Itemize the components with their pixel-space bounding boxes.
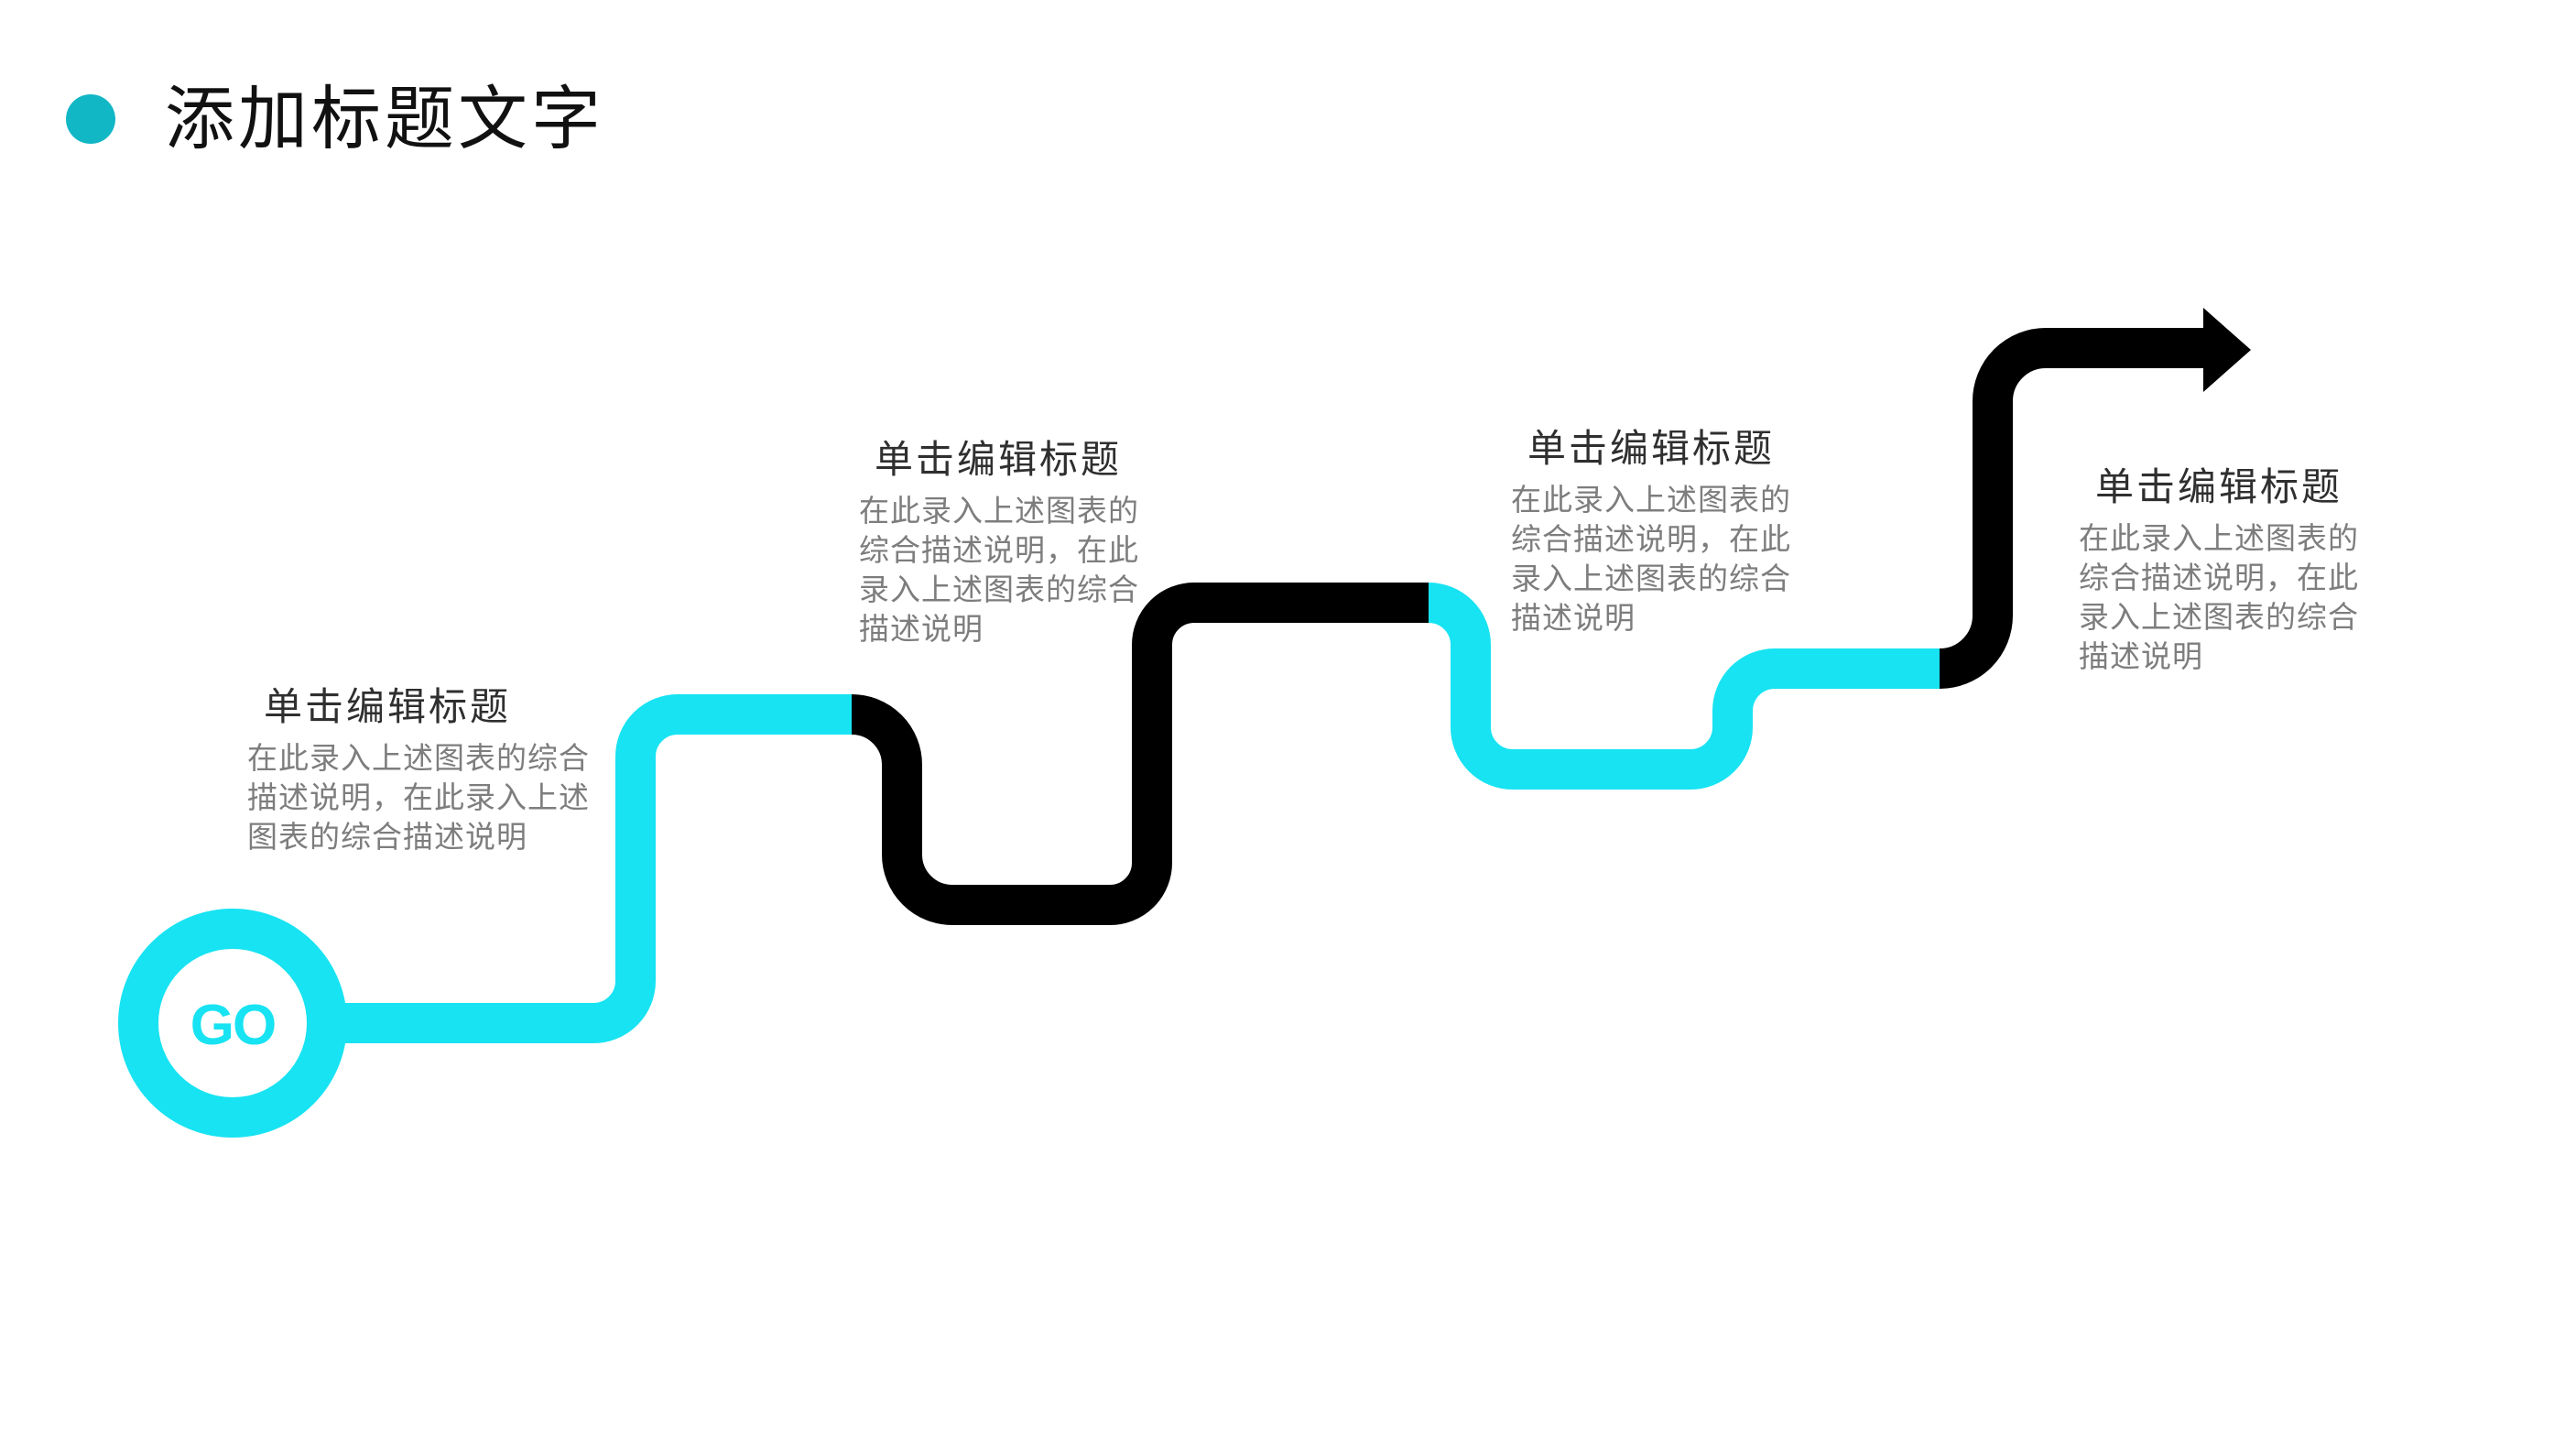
path-segment-4 <box>1427 583 1940 790</box>
step-2-description[interactable]: 在此录入上述图表的 综合描述说明，在此 录入上述图表的综合 描述说明 <box>859 493 1139 647</box>
step-3-title[interactable]: 单击编辑标题 <box>1527 426 1776 471</box>
path-segment-3 <box>1108 583 1429 925</box>
step-4-title[interactable]: 单击编辑标题 <box>2095 464 2343 509</box>
arrow-head-icon <box>2203 308 2251 392</box>
page-title: 添加标题文字 <box>165 78 604 159</box>
step-1-title[interactable]: 单击编辑标题 <box>264 684 512 729</box>
step-2-title[interactable]: 单击编辑标题 <box>875 437 1123 482</box>
title-bullet-icon <box>66 94 115 144</box>
start-badge-label: GO <box>190 994 277 1057</box>
step-3-description[interactable]: 在此录入上述图表的 综合描述说明，在此 录入上述图表的综合 描述说明 <box>1511 482 1791 636</box>
step-1-description[interactable]: 在此录入上述图表的综合 描述说明，在此录入上述 图表的综合描述说明 <box>247 740 590 855</box>
path-segment-1 <box>325 694 852 1043</box>
path-segment-5 <box>1938 328 2205 689</box>
step-4-description[interactable]: 在此录入上述图表的 综合描述说明，在此 录入上述图表的综合 描述说明 <box>2079 520 2359 674</box>
path-segment-2 <box>850 694 1110 925</box>
